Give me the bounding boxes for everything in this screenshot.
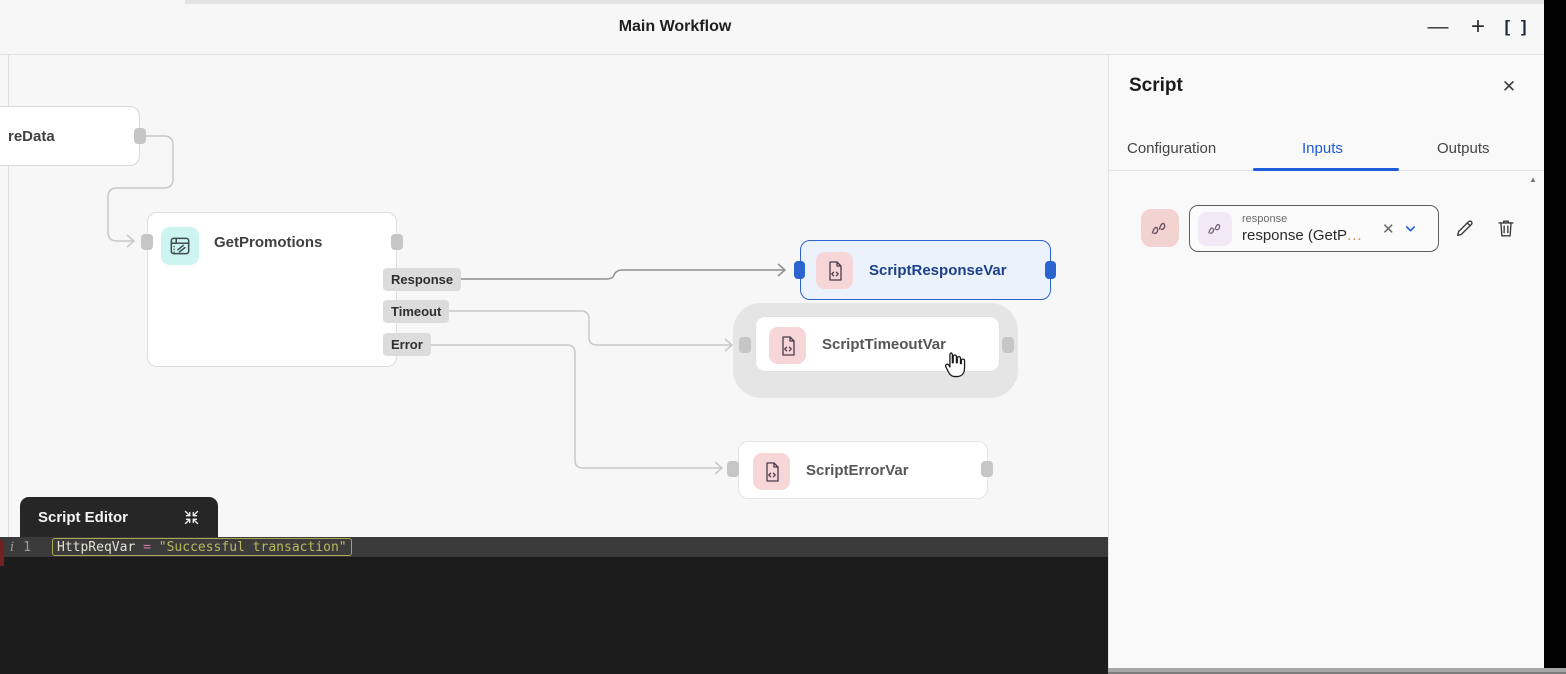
port-output[interactable] [134, 128, 146, 144]
connection-arrowhead [777, 263, 787, 277]
line-number: 1 [23, 539, 31, 555]
port-input[interactable] [141, 234, 153, 250]
clear-selection-icon[interactable]: ✕ [1382, 220, 1395, 238]
panel-title: Script [1129, 75, 1183, 96]
zoom-in-button[interactable]: + [1470, 13, 1485, 40]
script-editor-tab[interactable]: Script Editor [20, 497, 218, 537]
port-input-selected[interactable] [794, 261, 805, 279]
select-value: response (GetP... [1242, 226, 1363, 244]
node-scriptresponsevar[interactable]: ScriptResponseVar [800, 240, 1051, 300]
canvas-left-border [8, 55, 9, 537]
collapse-icon[interactable] [183, 509, 200, 526]
script-editor-title: Script Editor [38, 508, 129, 526]
connection-response[interactable] [452, 269, 784, 280]
select-text: response response (GetP... [1242, 213, 1380, 245]
code-variable: HttpReqVar [57, 539, 136, 555]
input-variable-icon [1141, 209, 1179, 247]
node-title: reData [8, 128, 55, 145]
file-code-icon [816, 252, 853, 289]
port-output[interactable] [391, 234, 403, 250]
select-field-label: response [1242, 212, 1288, 225]
tab-configuration[interactable]: Configuration [1127, 139, 1217, 157]
zoom-out-button[interactable]: — [1427, 15, 1449, 38]
scroll-up-icon[interactable]: ▲ [1529, 175, 1537, 184]
output-label-error[interactable]: Error [383, 333, 431, 356]
node-getpromotions[interactable]: GetPromotions [147, 212, 397, 367]
port-output[interactable] [981, 461, 993, 477]
input-select[interactable]: response response (GetP... ✕ [1189, 205, 1439, 252]
window-title: Main Workflow [618, 18, 732, 35]
delete-input-button[interactable] [1492, 214, 1520, 242]
connection-layer [107, 135, 787, 475]
tab-outputs[interactable]: Outputs [1437, 139, 1490, 157]
output-label-timeout[interactable]: Timeout [383, 300, 450, 323]
titlebar [0, 0, 1566, 55]
code-string: "Successful transaction" [158, 539, 347, 555]
script-properties-panel: Script ✕ Configuration Inputs Outputs ▲ [1108, 55, 1545, 674]
http-request-icon [161, 227, 199, 265]
code-editor-line[interactable]: i 1 HttpReqVar = "Successful transaction… [0, 537, 1108, 557]
top-accent-strip [185, 0, 1544, 4]
code-line-highlight[interactable]: HttpReqVar = "Successful transaction" [52, 538, 352, 556]
connection-arrowhead [724, 338, 734, 352]
chevron-down-icon[interactable] [1403, 221, 1418, 236]
port-output-selected[interactable] [1045, 261, 1056, 279]
mouse-cursor-hand [941, 350, 967, 382]
port-input[interactable] [739, 337, 751, 353]
connection-redata-getpromotions[interactable] [107, 135, 174, 242]
port-output[interactable] [1002, 337, 1014, 353]
node-title: ScriptTimeoutVar [822, 336, 946, 353]
code-editor-body[interactable] [0, 557, 1108, 674]
active-tab-indicator [1253, 168, 1399, 171]
output-label-response[interactable]: Response [383, 268, 462, 291]
port-input[interactable] [727, 461, 739, 477]
connection-error[interactable] [422, 344, 721, 469]
node-partial[interactable]: reData [0, 106, 140, 166]
fit-view-button[interactable]: [ ] [1504, 17, 1530, 36]
code-operator: = [135, 539, 159, 555]
close-icon[interactable]: ✕ [1501, 77, 1517, 96]
variable-icon [1198, 211, 1232, 246]
node-title: ScriptResponseVar [869, 262, 1007, 279]
workflow-canvas[interactable]: reData GetPromotions Response Timeout Er… [0, 55, 1108, 674]
editor-gutter-marker [0, 540, 4, 566]
connection-timeout[interactable] [442, 310, 731, 346]
panel-tabs: Configuration Inputs Outputs [1109, 125, 1545, 171]
connection-arrowhead [714, 461, 724, 475]
gutter-info-icon: i [10, 539, 15, 555]
node-title: GetPromotions [214, 234, 323, 251]
edit-input-button[interactable] [1451, 214, 1479, 242]
file-code-icon [769, 327, 806, 364]
connection-arrowhead [126, 234, 136, 248]
node-scripterrorvar[interactable]: ScriptErrorVar [738, 441, 988, 499]
file-code-icon [753, 453, 790, 490]
tab-inputs[interactable]: Inputs [1302, 139, 1343, 157]
node-title: ScriptErrorVar [806, 462, 909, 479]
screen-edge-black [1544, 0, 1566, 668]
truncation-ellipsis: ... [1347, 226, 1363, 244]
